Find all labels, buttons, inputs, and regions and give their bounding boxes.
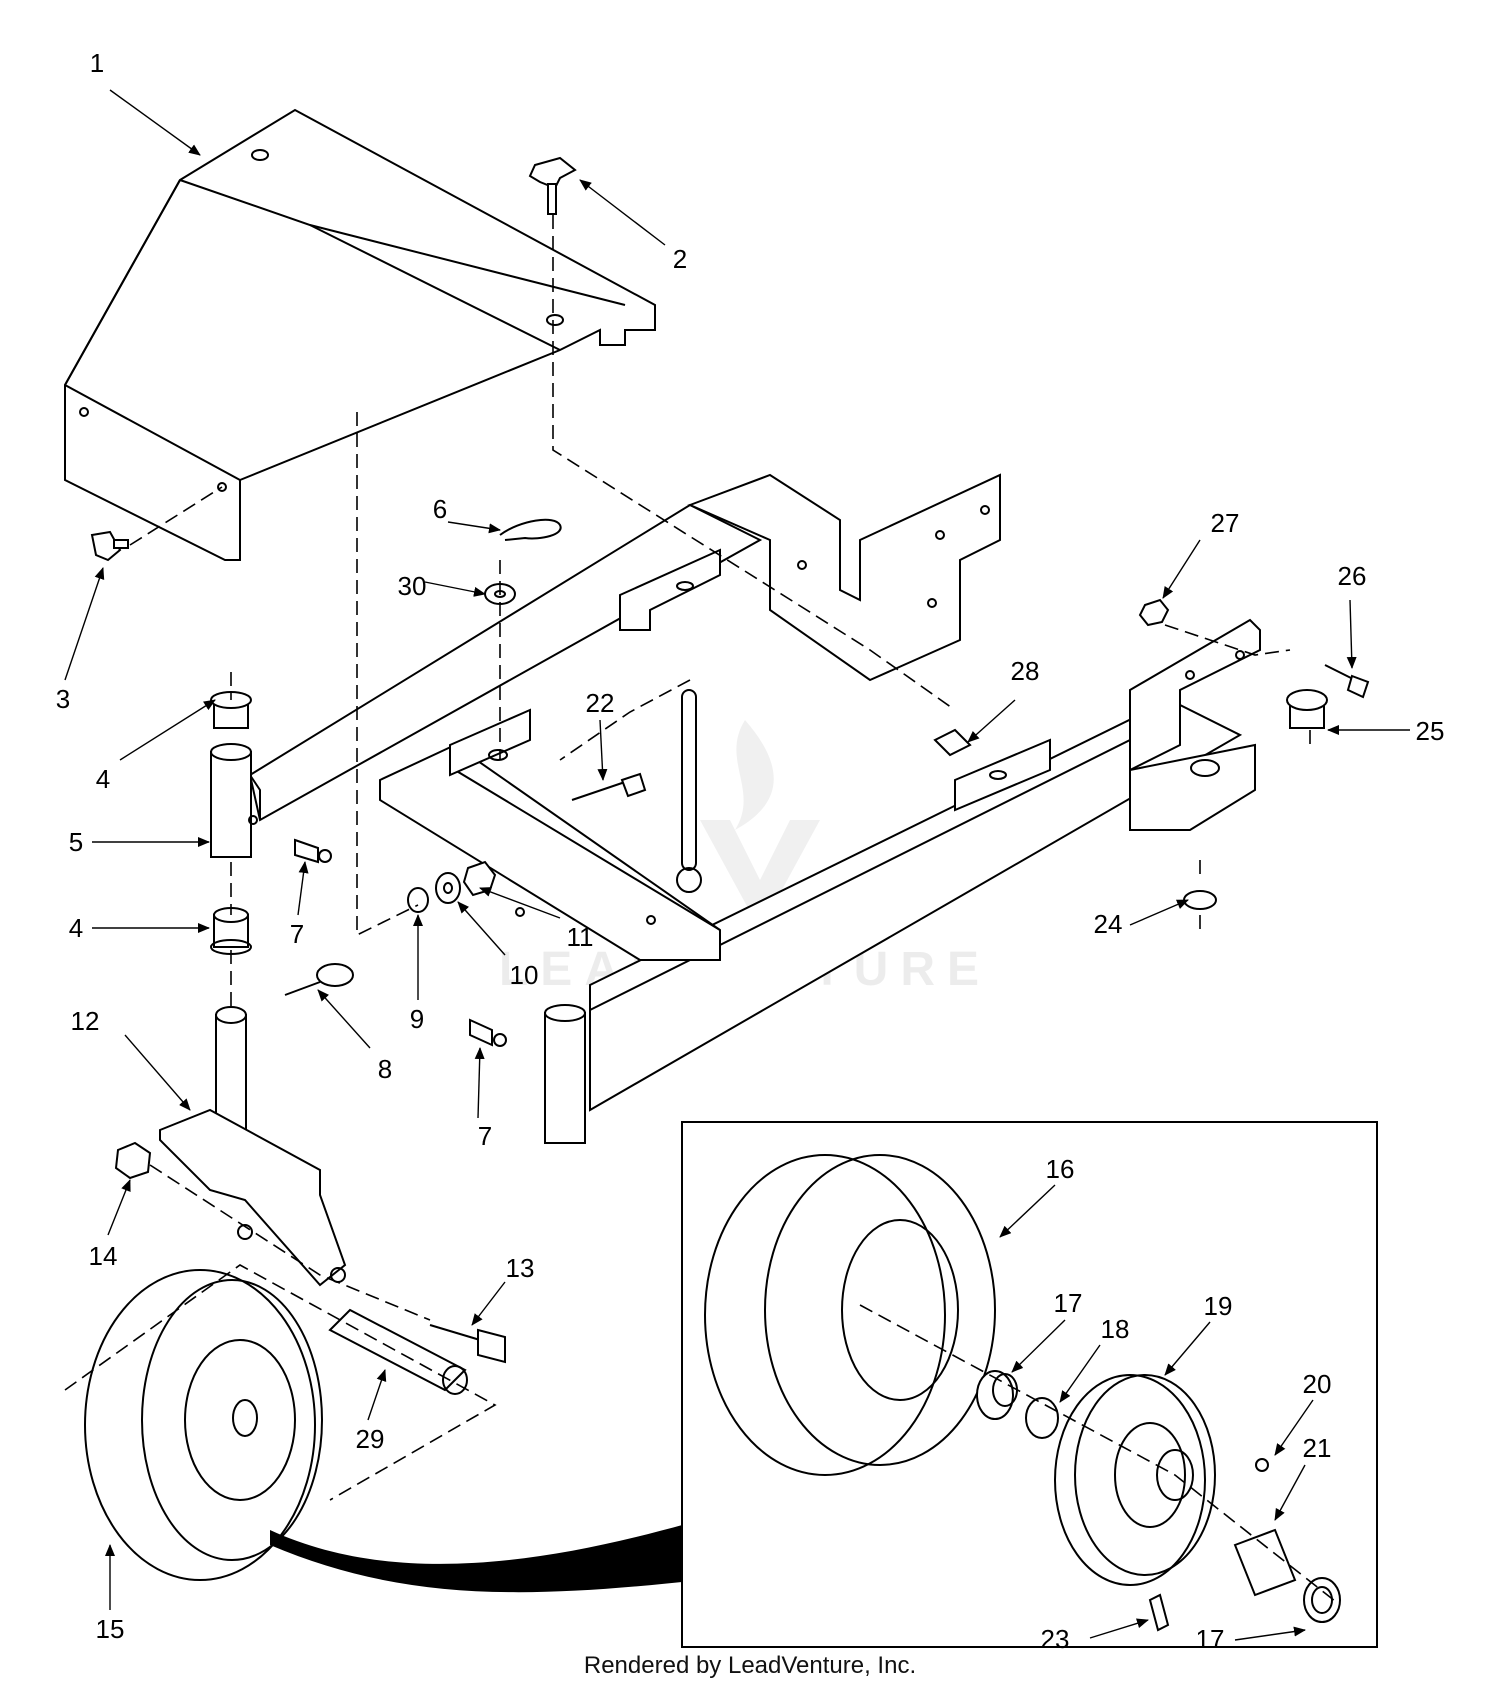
callout-10: 10: [510, 960, 539, 990]
callout-17-bottom: 17: [1196, 1624, 1225, 1654]
part-pin-8: [284, 963, 354, 996]
part-cover-shield: [64, 108, 656, 561]
callout-19: 19: [1204, 1291, 1233, 1321]
callout-26: 26: [1338, 561, 1367, 591]
callout-4-bottom: 4: [69, 913, 83, 943]
callout-7-left: 7: [290, 919, 304, 949]
part-grease-fitting-23: [1148, 1593, 1170, 1632]
callout-29: 29: [356, 1424, 385, 1454]
part-knob-2: [528, 156, 577, 215]
callout-14: 14: [89, 1241, 118, 1271]
part-bushing-25: [1286, 689, 1328, 729]
part-wheel-15: [84, 1269, 323, 1581]
part-spring-chain: [676, 689, 702, 893]
callout-9: 9: [410, 1004, 424, 1034]
callout-22: 22: [586, 688, 615, 718]
callout-15: 15: [96, 1614, 125, 1644]
part-grease-fitting-7a: [294, 838, 332, 864]
callout-11: 11: [567, 922, 594, 952]
part-hitch-pin-6: [499, 518, 562, 541]
callout-30: 30: [398, 571, 427, 601]
callout-25: 25: [1416, 716, 1445, 746]
part-grease-fitting-20: [1255, 1458, 1269, 1472]
part-nut-27: [1138, 598, 1170, 627]
callout-3: 3: [56, 684, 70, 714]
part-hub-19: [1054, 1374, 1216, 1586]
part-knob-3: [90, 530, 129, 562]
part-bolt-13: [429, 1324, 506, 1364]
callout-27: 27: [1211, 508, 1240, 538]
callout-24: 24: [1094, 909, 1123, 939]
part-spacer-29: [328, 1308, 468, 1395]
part-clip-28: [933, 728, 972, 757]
part-lockwasher-9: [407, 887, 429, 913]
part-bushing-17b: [1303, 1577, 1341, 1623]
callout-17-top: 17: [1054, 1288, 1083, 1318]
callout-18: 18: [1101, 1314, 1130, 1344]
part-spacer-21: [1233, 1528, 1297, 1597]
callout-1: 1: [90, 48, 104, 78]
part-spacer-18: [1025, 1397, 1059, 1439]
callout-23: 23: [1041, 1624, 1070, 1654]
callout-5: 5: [69, 827, 83, 857]
callout-4-top: 4: [96, 764, 110, 794]
callout-7-right: 7: [478, 1121, 492, 1151]
callout-2: 2: [673, 244, 687, 274]
part-bolt-22: [571, 772, 647, 801]
callout-labels: 1 2 3 4 4 5 6 7 7 8 9 10 11 12 13 14 15 …: [56, 48, 1445, 1654]
part-grease-fitting-7b: [469, 1018, 507, 1047]
callout-13: 13: [506, 1253, 535, 1283]
callout-8: 8: [378, 1054, 392, 1084]
part-tire-16: [704, 1154, 996, 1476]
part-frame: [210, 473, 1261, 1144]
footer-credit: Rendered by LeadVenture, Inc.: [583, 1652, 917, 1679]
callout-21: 21: [1303, 1433, 1332, 1463]
callout-6: 6: [433, 494, 447, 524]
callout-20: 20: [1303, 1369, 1332, 1399]
leader-arrows: [64, 89, 1410, 1641]
part-nut-14: [114, 1141, 152, 1180]
assembly-lines: [64, 215, 1341, 1606]
callout-28: 28: [1011, 656, 1040, 686]
part-washer-10: [435, 872, 461, 904]
part-belt: [270, 1520, 700, 1593]
part-snap-ring-24: [1183, 890, 1217, 910]
callout-12: 12: [71, 1006, 100, 1036]
callout-16: 16: [1046, 1154, 1075, 1184]
part-caster-fork: [159, 1006, 347, 1287]
part-bushing-17a: [976, 1370, 1018, 1420]
part-bolt-26: [1324, 664, 1370, 699]
